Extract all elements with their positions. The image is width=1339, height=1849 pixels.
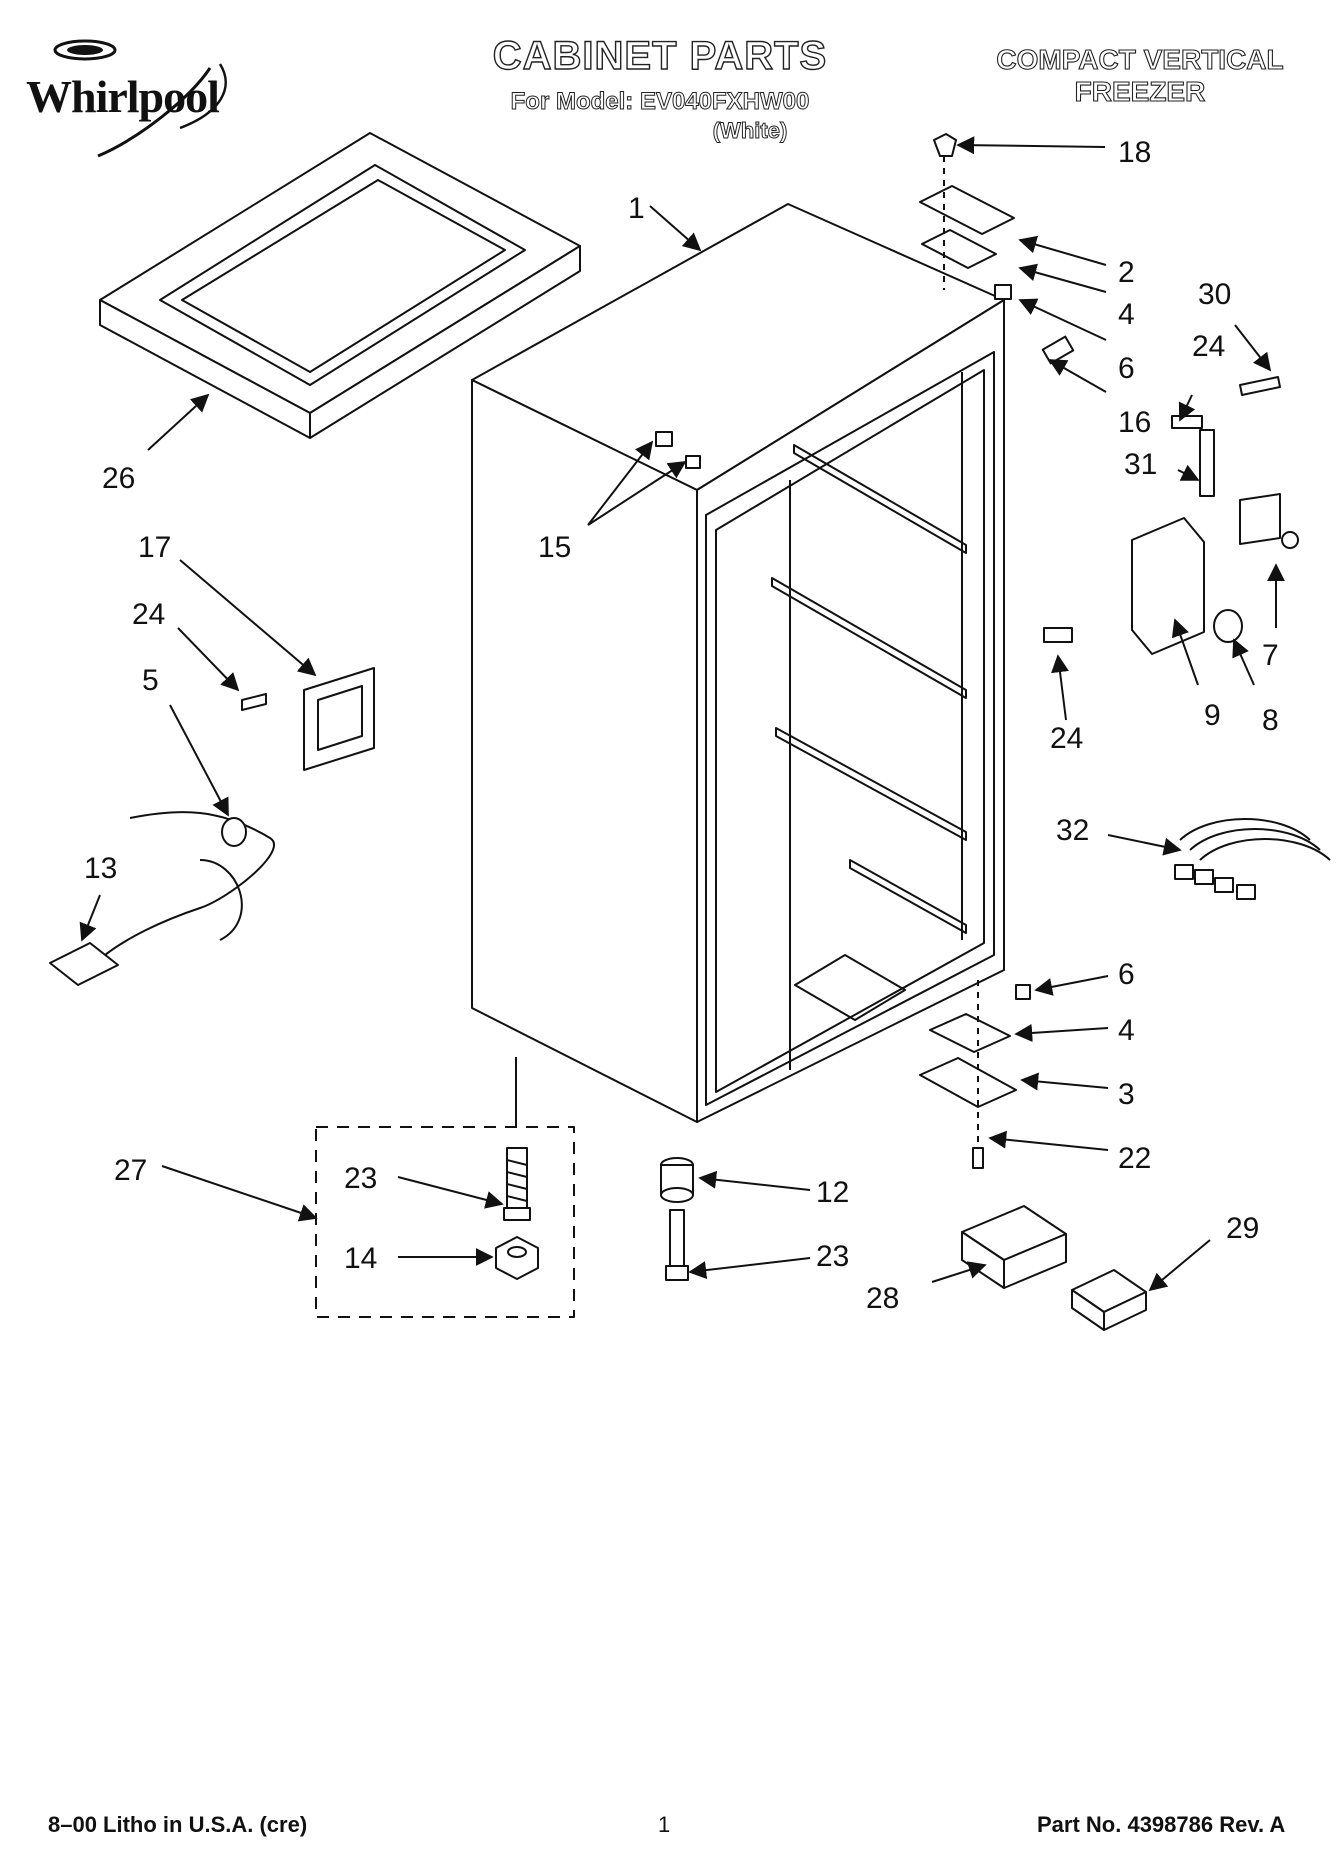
bottom-hinge xyxy=(919,980,1031,1169)
callout-22: 22 xyxy=(1118,1142,1151,1175)
footer-page-number: 1 xyxy=(658,1812,671,1837)
callout-12: 12 xyxy=(816,1176,849,1209)
arrow-31 xyxy=(1177,464,1200,481)
callout-30: 30 xyxy=(1198,278,1231,311)
callout-7: 7 xyxy=(1262,639,1279,672)
callout-14: 14 xyxy=(344,1242,377,1275)
callout-24-left: 24 xyxy=(132,598,165,631)
roller-assembly xyxy=(660,1157,694,1281)
leveling-leg xyxy=(495,1147,539,1280)
arrow-13 xyxy=(79,894,101,942)
callout-24-upper-right: 24 xyxy=(1192,330,1225,363)
arrow-18 xyxy=(956,136,1106,155)
footer-litho-note: 8–00 Litho in U.S.A. (cre) xyxy=(48,1812,308,1837)
arrow-26 xyxy=(147,393,210,451)
callout-2: 2 xyxy=(1118,256,1135,289)
callout-23-right: 23 xyxy=(816,1240,849,1273)
callout-18: 18 xyxy=(1118,136,1151,169)
callout-16: 16 xyxy=(1118,406,1151,439)
model-line: For Model: EV040FXHW00 xyxy=(510,88,810,116)
callout-24-lower-right: 24 xyxy=(1050,722,1083,755)
callout-17: 17 xyxy=(138,531,171,564)
callout-27: 27 xyxy=(114,1154,147,1187)
arrow-23a xyxy=(397,1176,504,1209)
power-cord xyxy=(49,811,275,986)
arrow-23b xyxy=(688,1257,811,1280)
arrow-3 xyxy=(1020,1072,1109,1091)
arrow-27 xyxy=(161,1165,318,1222)
arrow-12 xyxy=(698,1170,811,1191)
arrow-28 xyxy=(931,1261,987,1283)
callout-26: 26 xyxy=(102,462,135,495)
callout-1: 1 xyxy=(628,192,645,225)
product-line-2: FREEZER xyxy=(1074,75,1206,107)
callout-13: 13 xyxy=(84,852,117,885)
arrow-4a xyxy=(1018,263,1107,293)
arrow-1 xyxy=(649,205,702,252)
arrow-24b xyxy=(1051,654,1069,721)
arrow-6a xyxy=(1018,298,1107,341)
arrow-5 xyxy=(169,704,229,817)
arrow-6b xyxy=(1034,975,1109,996)
brand-logo: Whirlpool xyxy=(26,71,220,122)
arrow-2 xyxy=(1018,235,1107,266)
callout-4-bottom: 4 xyxy=(1118,1014,1135,1047)
footer-part-number: Part No. 4398786 Rev. A xyxy=(1037,1812,1286,1837)
color-note: (White) xyxy=(712,118,788,144)
callout-15: 15 xyxy=(538,531,571,564)
callout-29: 29 xyxy=(1226,1212,1259,1245)
callout-8: 8 xyxy=(1262,704,1279,737)
callout-28: 28 xyxy=(866,1282,899,1315)
callout-23-left: 23 xyxy=(344,1162,377,1195)
callout-31: 31 xyxy=(1124,448,1157,481)
page-title: CABINET PARTS xyxy=(492,33,828,78)
callout-6-top: 6 xyxy=(1118,352,1135,385)
product-line-1: COMPACT VERTICAL xyxy=(996,43,1284,75)
arrow-15a xyxy=(587,440,654,526)
arrow-32 xyxy=(1107,834,1182,856)
arrow-22 xyxy=(988,1130,1109,1151)
whirlpool-swirl-logo-icon xyxy=(53,39,227,158)
arrow-17 xyxy=(179,559,317,677)
arrow-16 xyxy=(1048,359,1107,393)
arrow-15b xyxy=(587,461,687,526)
arrow-4b xyxy=(1014,1023,1109,1042)
callout-4-top: 4 xyxy=(1118,298,1135,331)
product-type: COMPACT VERTICAL FREEZER xyxy=(960,43,1320,108)
callout-9: 9 xyxy=(1204,699,1221,732)
top-hinge xyxy=(919,133,1015,300)
arrow-24c xyxy=(177,627,240,692)
arrow-30 xyxy=(1234,324,1272,372)
callout-5: 5 xyxy=(142,664,159,697)
arrow-24a xyxy=(1178,394,1196,422)
callout-6-bottom: 6 xyxy=(1118,958,1135,991)
arrow-8 xyxy=(1232,638,1255,686)
callout-32: 32 xyxy=(1056,814,1089,847)
arrow-9 xyxy=(1171,618,1199,686)
wire-harness xyxy=(1174,818,1331,900)
arrow-29 xyxy=(1148,1239,1211,1292)
storage-bins xyxy=(961,1205,1147,1331)
top-cover xyxy=(99,132,581,439)
cabinet-body xyxy=(471,203,1005,1123)
callout-3: 3 xyxy=(1118,1078,1135,1111)
